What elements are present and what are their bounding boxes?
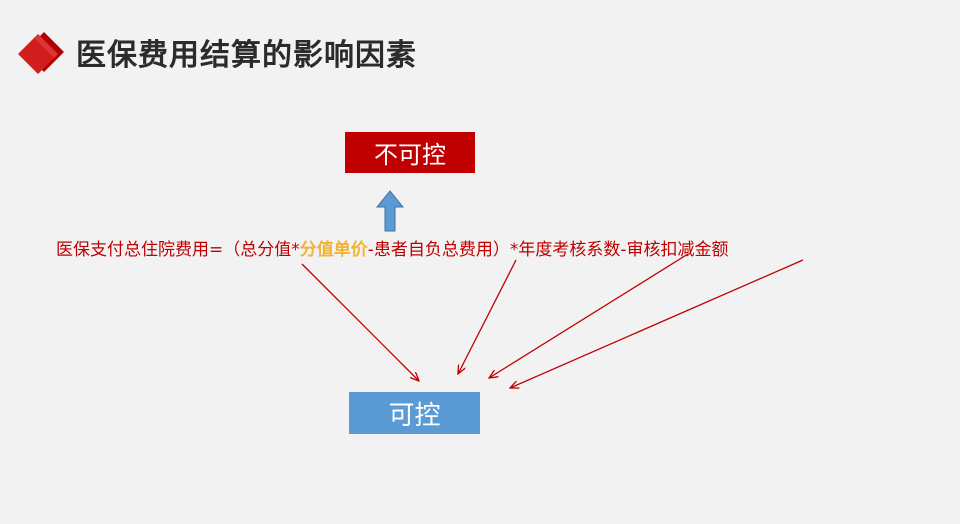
formula-text: 医保支付总住院费用=（总分值*分值单价-患者自负总费用）*年度考核系数-审核扣减… (56, 235, 729, 260)
page-title: 医保费用结算的影响因素 (76, 38, 417, 73)
controllable-label: 可控 (388, 400, 441, 431)
formula-part-1: 医保支付总住院费用=（总分值* (56, 240, 300, 260)
formula-part-2: -患者自负总费用）*年度考核系数-审核扣减金额 (367, 240, 729, 260)
arrow-patient-cost (458, 259, 517, 374)
arrow-audit-deduction (510, 259, 804, 388)
up-arrow-icon (376, 190, 404, 232)
uncontrollable-box: 不可控 (345, 132, 475, 173)
arrow-total-score (301, 263, 419, 381)
arrow-annual-coefficient (489, 253, 689, 378)
diamond-icon (18, 32, 64, 74)
controllable-box: 可控 (349, 392, 480, 434)
title-bar: 医保费用结算的影响因素 (18, 28, 417, 76)
uncontrollable-label: 不可控 (374, 141, 446, 169)
formula-highlight: 分值单价 (299, 240, 368, 260)
